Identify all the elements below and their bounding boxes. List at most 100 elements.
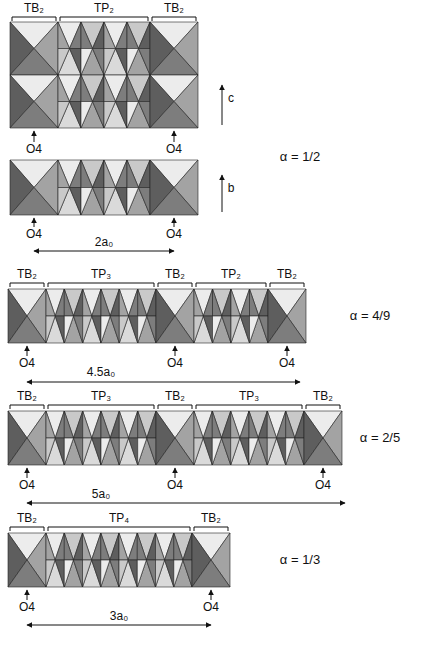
octahedron-face [104, 160, 116, 188]
octahedron-face [249, 411, 267, 438]
octahedron-face [104, 49, 127, 76]
octahedron-face [81, 22, 104, 49]
octahedron-face [194, 289, 203, 316]
octahedron-face [240, 438, 249, 465]
octahedron-face [64, 438, 82, 465]
octahedron-face [165, 560, 174, 587]
octahedron-face [194, 316, 203, 343]
octahedron-face [258, 438, 267, 465]
octahedron-face [212, 411, 221, 438]
octahedron-face [64, 438, 73, 465]
polyhedra-group-label: TP₂ [94, 2, 114, 15]
octahedron-face [165, 533, 174, 560]
octahedron-face [127, 188, 139, 216]
octahedron-face [222, 316, 231, 343]
octahedron-face [222, 289, 231, 316]
octahedron-face [46, 411, 64, 438]
octahedron-face [286, 438, 295, 465]
site-label: O4 [166, 228, 182, 241]
octahedron-face [213, 289, 222, 316]
polyhedra-group-label: TB₂ [165, 390, 185, 403]
octahedron-face [83, 316, 101, 343]
octahedron-face [250, 289, 269, 316]
octahedron-face [174, 560, 183, 587]
polyhedra-group-label: TP₃ [91, 268, 111, 281]
axis-label: b [228, 182, 235, 195]
octahedron-face [139, 160, 151, 188]
octahedron-face [138, 438, 147, 465]
octahedron-face [286, 438, 304, 465]
octahedron-face [83, 533, 92, 560]
octahedron-face [156, 533, 165, 560]
octahedron-face [267, 438, 285, 465]
octahedron-face [10, 49, 58, 76]
octahedron-face [110, 316, 119, 343]
octahedron-face [138, 289, 156, 316]
polyhedra-group-label: TP₄ [109, 512, 129, 525]
polyhedra-group-label: TB₂ [17, 268, 37, 281]
octahedron-face [83, 438, 101, 465]
octahedron-face [64, 316, 82, 343]
period-dimension: 4.5a₀ [87, 366, 115, 379]
octahedron-face [92, 411, 101, 438]
octahedron-face [127, 75, 139, 102]
octahedron-face [194, 438, 203, 465]
octahedron-face [58, 160, 81, 188]
octahedron-face [147, 316, 156, 343]
octahedron-face [249, 438, 258, 465]
octahedron-face [8, 560, 46, 587]
polyhedra-group-label: TB₂ [313, 390, 333, 403]
octahedron-face [231, 411, 249, 438]
octahedron-face [110, 560, 119, 587]
octahedron-face [104, 102, 116, 129]
octahedron-face [129, 438, 138, 465]
octahedron-face [192, 560, 230, 587]
octahedron-face [203, 438, 212, 465]
octahedron-face [267, 411, 276, 438]
octahedron-face [139, 188, 151, 216]
octahedron-face [55, 438, 64, 465]
octahedron-face [93, 188, 105, 216]
octahedron-face [147, 411, 156, 438]
octahedron-face [104, 22, 127, 49]
octahedron-face [249, 438, 267, 465]
octahedron-face [55, 289, 64, 316]
octahedron-face [64, 316, 73, 343]
octahedron-face [92, 289, 101, 316]
octahedron-face [93, 102, 105, 129]
octahedron-face [277, 438, 286, 465]
octahedron-face [46, 438, 64, 465]
octahedron-face [259, 289, 268, 316]
octahedron-face [212, 438, 230, 465]
octahedron-face [231, 316, 250, 343]
octahedron-face [92, 560, 101, 587]
octahedron-face [250, 289, 259, 316]
octahedron-face [146, 560, 155, 587]
octahedron-face [127, 49, 139, 76]
octahedron-face [46, 560, 55, 587]
octahedron-face [119, 316, 128, 343]
octahedron-face [101, 533, 110, 560]
site-label: O4 [203, 601, 219, 614]
octahedron-face [10, 188, 58, 216]
period-dimension: 5a₀ [92, 488, 110, 501]
octahedron-face [295, 411, 304, 438]
octahedron-face [83, 560, 92, 587]
octahedron-face [64, 533, 82, 560]
octahedron-face [58, 160, 70, 188]
octahedron-face [81, 22, 93, 49]
octahedron-face [203, 316, 212, 343]
site-label: O4 [19, 479, 35, 492]
octahedron-face [81, 49, 93, 76]
octahedron-face [139, 22, 151, 49]
octahedron-face [70, 49, 82, 76]
octahedron-face [58, 75, 81, 102]
octahedron-face [127, 160, 139, 188]
octahedron-face [127, 75, 150, 102]
octahedron-face [249, 411, 258, 438]
octahedron-face [183, 560, 192, 587]
octahedron-face [58, 188, 70, 216]
octahedron-face [55, 411, 64, 438]
octahedron-face [101, 438, 119, 465]
octahedron-face [183, 533, 192, 560]
